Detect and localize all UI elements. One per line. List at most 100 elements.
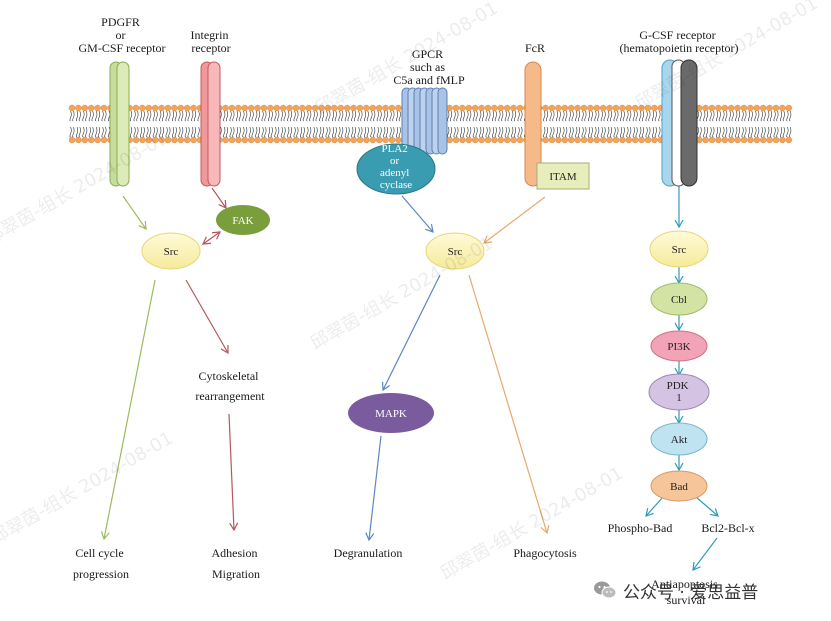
lipid-tail: [763, 110, 766, 122]
arrows: [100, 186, 719, 571]
lipid-head: [151, 136, 159, 144]
lipid-tail: [475, 110, 478, 122]
lipid-tail: [289, 110, 293, 122]
lipid-head: [555, 136, 562, 144]
lipid-tail: [757, 126, 760, 138]
lipid-head: [145, 104, 153, 112]
lipid-head: [331, 104, 338, 112]
lipid-tail: [760, 110, 763, 122]
lipid-head: [87, 104, 95, 112]
lipid-head: [324, 136, 332, 144]
lipid-head: [574, 136, 581, 144]
label-gcsf: G-CSF receptor (hematopoietin receptor): [620, 28, 739, 55]
lipid-tail: [72, 126, 75, 138]
lipid-tail: [274, 110, 277, 122]
lipid-tail: [735, 126, 738, 138]
lipid-tail: [197, 126, 200, 138]
lipid-tail: [577, 126, 581, 138]
lipid-tail: [334, 110, 337, 122]
lipid-head: [318, 104, 325, 112]
lipid-tail: [101, 110, 104, 122]
lipid-tail: [251, 126, 254, 138]
lipid-tail: [174, 110, 177, 122]
lipid-tail: [395, 110, 399, 122]
node-pdk1: PDK 1: [648, 373, 710, 411]
lipid-tail: [639, 126, 642, 138]
lipid-head: [625, 104, 632, 112]
lipid-head: [363, 136, 370, 144]
lipid-tail: [338, 110, 341, 122]
lipid-tail: [703, 126, 706, 138]
lipid-tail: [481, 110, 485, 122]
lipid-tail: [376, 126, 379, 138]
lipid-tail: [504, 126, 507, 138]
lipid-tail: [613, 126, 616, 138]
lipid-tail: [334, 126, 337, 138]
lipid-tail: [699, 110, 702, 122]
node-mapk: MAPK: [348, 393, 434, 433]
lipid-tail: [280, 126, 283, 138]
svg-text:PLA2 or adenyl: PLA2 or adenyl cyclase: [380, 143, 412, 191]
lipid-head: [606, 104, 613, 112]
lipid-tail: [389, 110, 392, 122]
lipid-tail: [245, 110, 248, 122]
lipid-head: [235, 104, 242, 112]
lipid-head: [388, 136, 396, 144]
lipid-tail: [513, 110, 517, 122]
lipid-tail: [191, 110, 194, 122]
lipid-tail: [187, 110, 190, 122]
lipid-tail: [654, 110, 657, 122]
lipid-head: [382, 104, 389, 112]
svg-text:PI3K: PI3K: [667, 341, 690, 353]
lipid-tail: [242, 126, 245, 138]
lipid-tail: [786, 126, 789, 138]
label-phospho-bad: Phospho-Bad: [608, 521, 673, 535]
lipid-tail: [398, 110, 401, 122]
lipid-head: [651, 136, 658, 144]
lipid-head: [318, 136, 325, 144]
lipid-head: [619, 104, 626, 112]
lipid-tail: [543, 110, 546, 122]
lipid-tail: [520, 126, 523, 138]
lipid-head: [625, 136, 632, 144]
lipid-tail: [568, 126, 571, 138]
lipid-tail: [466, 110, 469, 122]
lipid-head: [247, 136, 255, 144]
lipid-tail: [571, 126, 574, 138]
lipid-tail: [469, 110, 472, 122]
lipid-tail: [264, 110, 267, 122]
lipid-head: [580, 104, 588, 112]
lipid-tail: [555, 126, 559, 138]
lipid-tail: [238, 110, 241, 122]
lipid-head: [260, 104, 268, 112]
lipid-tail: [223, 126, 226, 138]
lipid-tail: [744, 126, 747, 138]
node-pla2: PLA2 or adenyl cyclase: [356, 143, 436, 195]
lipid-tail: [747, 110, 751, 122]
lipid-tail: [754, 110, 757, 122]
lipid-tail: [261, 110, 264, 122]
lipid-head: [593, 104, 600, 112]
arrow-src-to-phagocytosis: [468, 274, 550, 535]
label-phagocytosis: Phagocytosis: [513, 546, 577, 560]
lipid-head: [280, 136, 287, 144]
arrow-pla2-to-src: [401, 195, 434, 233]
lipid-tail: [95, 126, 98, 138]
lipid-head: [484, 136, 492, 144]
lipid-head: [164, 136, 172, 144]
lipid-tail: [481, 126, 485, 138]
lipid-tail: [581, 110, 584, 122]
lipid-tail: [737, 110, 741, 122]
lipid-head: [708, 136, 716, 144]
lipid-tail: [225, 110, 229, 122]
lipid-tail: [353, 110, 357, 122]
arrow-itam-to-src: [483, 196, 546, 244]
lipid-head: [183, 104, 191, 112]
lipid-tail: [78, 110, 81, 122]
lipid-tail: [767, 110, 770, 122]
lipid-tail: [331, 126, 335, 138]
lipid-head: [644, 104, 652, 112]
lipid-head: [491, 136, 498, 144]
lipid-tail: [325, 126, 328, 138]
lipid-head: [344, 104, 351, 112]
